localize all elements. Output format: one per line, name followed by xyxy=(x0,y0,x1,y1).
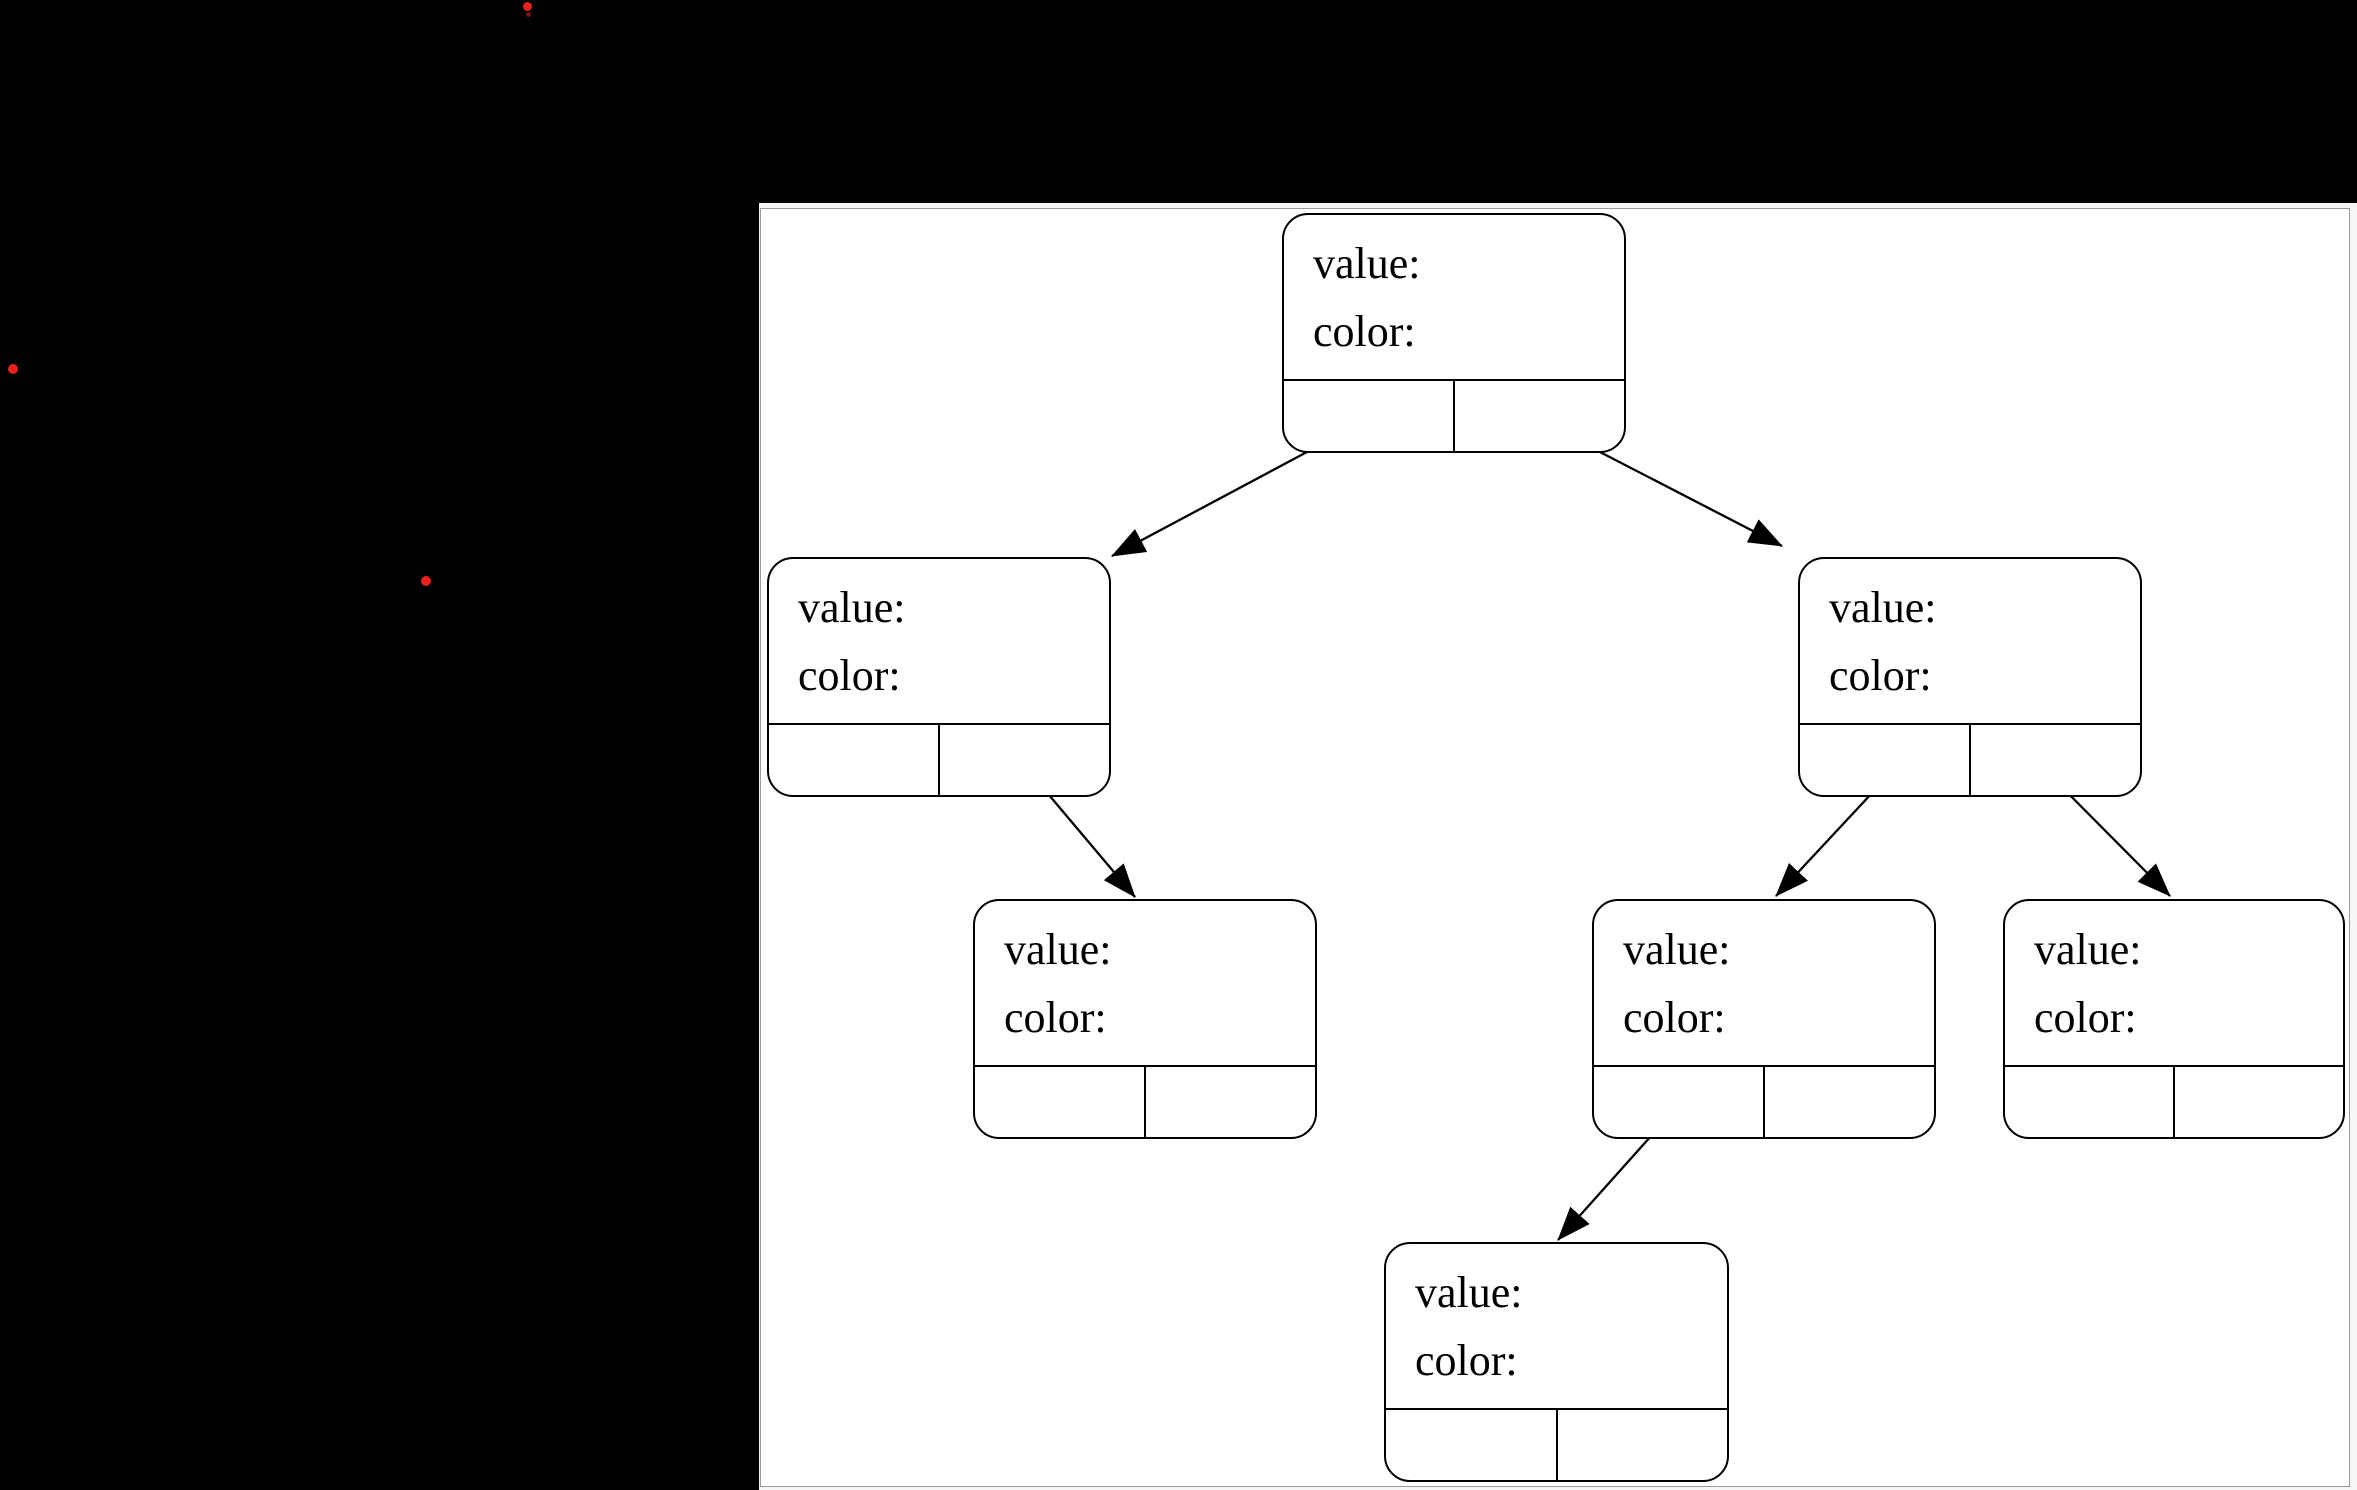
node-text: value: color: xyxy=(975,901,1315,1052)
node-value-label: value: xyxy=(798,583,906,632)
red-dot-2 xyxy=(8,364,18,374)
left-pointer-cell xyxy=(1800,725,1971,795)
pointer-row xyxy=(1284,379,1624,451)
left-pointer-cell xyxy=(975,1067,1146,1137)
node-value-label: value: xyxy=(2034,925,2142,974)
node-color-label: color: xyxy=(798,651,901,700)
right-pointer-cell xyxy=(1765,1067,1934,1137)
right-pointer-cell xyxy=(1455,381,1624,451)
pointer-row xyxy=(975,1065,1315,1137)
tree-node-left-right-grandchild: value: color: xyxy=(973,899,1317,1139)
tree-node-bottom-node: value: color: xyxy=(1384,1242,1729,1482)
node-text: value: color: xyxy=(769,559,1109,710)
left-pointer-cell xyxy=(1594,1067,1765,1137)
node-color-label: color: xyxy=(1623,993,1726,1042)
pointer-row xyxy=(2005,1065,2343,1137)
node-value-label: value: xyxy=(1004,925,1112,974)
node-value-label: value: xyxy=(1415,1268,1523,1317)
tree-node-right-child: value: color: xyxy=(1798,557,2142,797)
node-color-label: color: xyxy=(1004,993,1107,1042)
right-pointer-cell xyxy=(2175,1067,2343,1137)
left-pointer-cell xyxy=(769,725,940,795)
left-pointer-cell xyxy=(1284,381,1455,451)
node-color-label: color: xyxy=(1313,307,1416,356)
node-text: value: color: xyxy=(2005,901,2343,1052)
red-dot-3 xyxy=(421,576,431,586)
pointer-row xyxy=(1800,723,2140,795)
pointer-row xyxy=(1594,1065,1934,1137)
left-pointer-cell xyxy=(2005,1067,2175,1137)
tree-node-root: value: color: xyxy=(1282,213,1626,453)
tree-node-right-left-grandchild: value: color: xyxy=(1592,899,1936,1139)
node-text: value: color: xyxy=(1800,559,2140,710)
node-text: value: color: xyxy=(1594,901,1934,1052)
node-value-label: value: xyxy=(1313,239,1421,288)
pointer-row xyxy=(1386,1408,1727,1480)
tree-node-left-child: value: color: xyxy=(767,557,1111,797)
node-color-label: color: xyxy=(1415,1336,1518,1385)
right-pointer-cell xyxy=(940,725,1109,795)
right-pointer-cell xyxy=(1971,725,2140,795)
right-pointer-cell xyxy=(1146,1067,1315,1137)
node-text: value: color: xyxy=(1284,215,1624,366)
node-color-label: color: xyxy=(2034,993,2137,1042)
left-pointer-cell xyxy=(1386,1410,1558,1480)
node-color-label: color: xyxy=(1829,651,1932,700)
red-dot-0 xyxy=(522,1,532,11)
red-dot-1 xyxy=(525,11,531,17)
node-text: value: color: xyxy=(1386,1244,1727,1395)
pointer-row xyxy=(769,723,1109,795)
node-value-label: value: xyxy=(1829,583,1937,632)
tree-node-right-right-grandchild: value: color: xyxy=(2003,899,2345,1139)
node-value-label: value: xyxy=(1623,925,1731,974)
right-pointer-cell xyxy=(1558,1410,1728,1480)
